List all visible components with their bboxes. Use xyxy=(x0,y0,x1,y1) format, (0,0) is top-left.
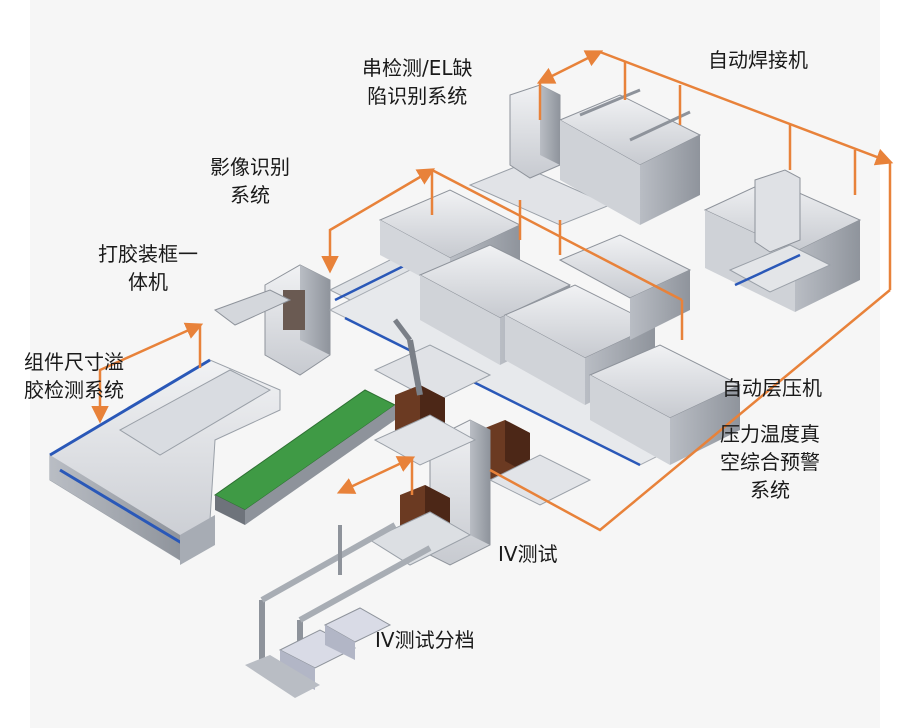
label-image-recognition-line2: 系统 xyxy=(230,183,270,207)
laminator-4 xyxy=(588,344,742,465)
label-iv-sorting: IV测试分档 xyxy=(375,626,475,654)
label-iv-test-line1: IV测试 xyxy=(498,542,558,566)
label-size-glue-line1: 组件尺寸溢 xyxy=(24,350,124,374)
label-size-glue-check: 组件尺寸溢 胶检测系统 xyxy=(24,348,124,404)
label-auto-laminator-line1: 自动层压机 xyxy=(722,376,822,400)
label-iv-test: IV测试 xyxy=(498,540,558,568)
laminator-row xyxy=(418,234,742,465)
label-glue-frame-line2: 体机 xyxy=(128,270,168,294)
label-image-recognition: 影像识别 系统 xyxy=(210,153,290,209)
label-glue-frame-line1: 打胶装框一 xyxy=(98,242,198,266)
label-size-glue-line2: 胶检测系统 xyxy=(24,378,124,402)
laminator-3 xyxy=(558,234,692,340)
glue-framing-machine xyxy=(213,264,331,376)
label-auto-laminator: 自动层压机 xyxy=(722,374,822,402)
arrow-image-recognition xyxy=(321,168,436,274)
label-el-defect-system: 串检测/EL缺 陷识别系统 xyxy=(362,54,473,110)
arrow-iv-test xyxy=(336,456,416,494)
label-pressure-warning-line1: 压力温度真 xyxy=(720,422,820,446)
label-pressure-warning-system: 压力温度真 空综合预警 系统 xyxy=(720,420,820,504)
label-auto-welder: 自动焊接机 xyxy=(708,46,808,74)
label-el-defect-line1: 串检测/EL缺 xyxy=(362,56,473,80)
iv-test-station xyxy=(368,414,592,566)
label-pressure-warning-line3: 系统 xyxy=(750,478,790,502)
arrow-el-welder xyxy=(536,50,604,84)
label-glue-frame-machine: 打胶装框一 体机 xyxy=(98,240,198,296)
welder-group-top xyxy=(558,88,702,225)
welder-group-right xyxy=(703,169,862,312)
iv-sorting-gantry xyxy=(245,522,432,698)
arrow-size-glue-check xyxy=(91,322,204,424)
label-el-defect-line2: 陷识别系统 xyxy=(367,84,468,108)
label-pressure-warning-line2: 空综合预警 xyxy=(720,450,820,474)
left-conveyor-loop xyxy=(49,358,281,565)
label-image-recognition-line1: 影像识别 xyxy=(210,155,290,179)
annotation-arrows xyxy=(91,50,894,532)
label-auto-welder-line1: 自动焊接机 xyxy=(708,48,808,72)
el-defect-tower xyxy=(509,84,561,179)
label-iv-sorting-line1: IV测试分档 xyxy=(375,628,475,652)
